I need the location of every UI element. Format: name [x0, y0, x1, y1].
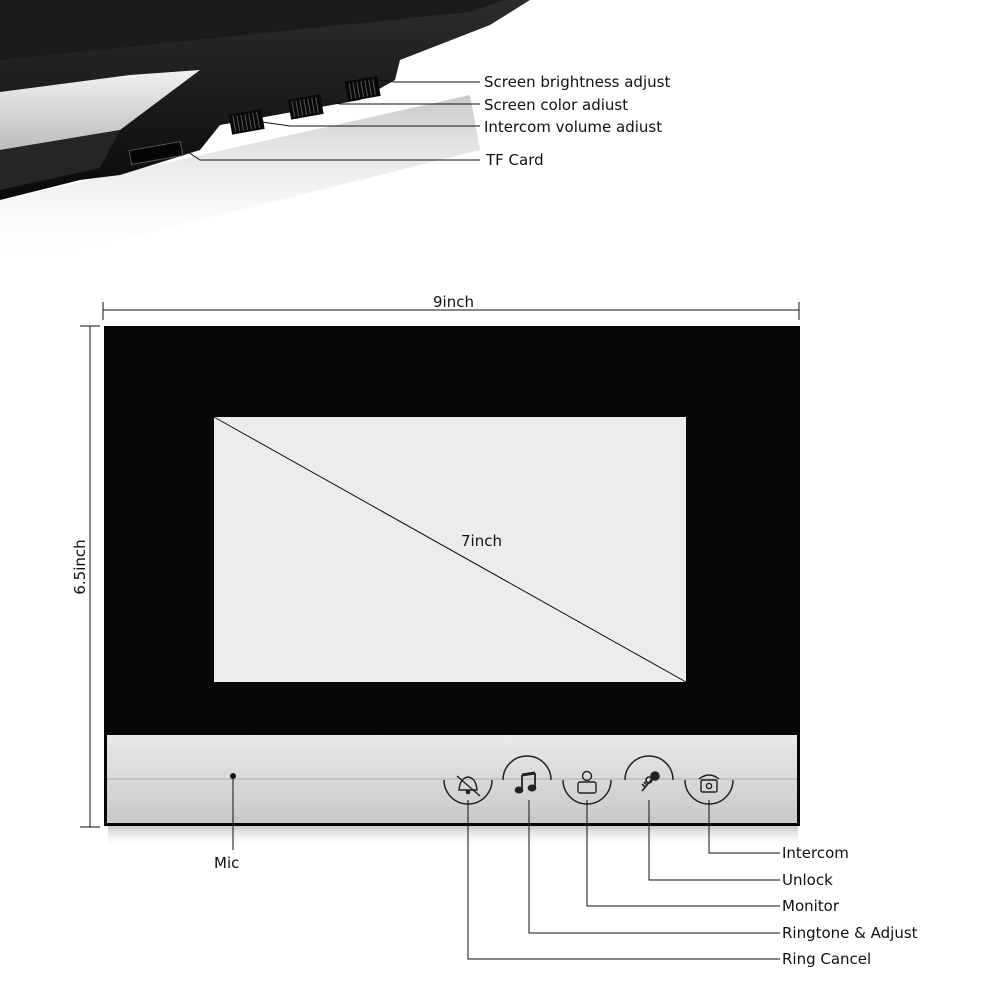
tf-card-callout [184, 149, 480, 161]
width-label: 9inch [433, 293, 474, 311]
ring-cancel-callout [467, 800, 780, 960]
ringtone-label: Ringtone & Adjust [782, 924, 918, 942]
screen-size-label: 7inch [461, 532, 502, 550]
intercom-callout [708, 800, 780, 854]
side-shadow [0, 95, 480, 270]
side-silver-panel [0, 70, 200, 150]
mic-hole [230, 773, 236, 779]
tf-card-label: TF Card [486, 151, 544, 169]
unlock-callout [648, 800, 780, 881]
side-bottom-lip [0, 130, 120, 190]
mic-label: Mic [214, 854, 240, 872]
volume-label: Intercom volume adiust [484, 118, 663, 136]
side-view [0, 0, 530, 270]
height-dimension [80, 325, 100, 828]
tf-card-slot [128, 141, 184, 165]
device-bottom-shadow [108, 826, 798, 848]
volume-callout [261, 121, 480, 127]
width-dimension [102, 302, 800, 320]
color-callout [321, 99, 480, 105]
screen-diagonal [213, 416, 687, 683]
monitor-callout [586, 800, 780, 907]
height-label: 6.5inch [71, 539, 89, 595]
volume-wheel [228, 109, 265, 135]
monitor-label: Monitor [782, 897, 840, 915]
brightness-wheel [344, 76, 381, 102]
ring-cancel-label: Ring Cancel [782, 950, 872, 968]
intercom-label: Intercom [782, 844, 849, 862]
telephone-icon[interactable] [698, 774, 720, 793]
unlock-arc [624, 755, 674, 781]
ringtone-arc [502, 755, 552, 781]
ringtone-callout [528, 800, 780, 934]
person-icon[interactable] [577, 770, 597, 794]
key-icon[interactable] [641, 771, 660, 792]
brightness-label: Screen brightness adjust [484, 73, 671, 91]
music-note-icon[interactable] [514, 771, 537, 794]
button-callouts [467, 800, 780, 960]
side-callouts [184, 79, 480, 161]
color-label: Screen color adiust [484, 96, 629, 114]
unlock-label: Unlock [782, 871, 833, 889]
color-wheel [287, 94, 324, 120]
side-screen-edge [0, 0, 505, 60]
bell-mute-icon[interactable] [456, 775, 481, 797]
brightness-callout [377, 79, 480, 83]
